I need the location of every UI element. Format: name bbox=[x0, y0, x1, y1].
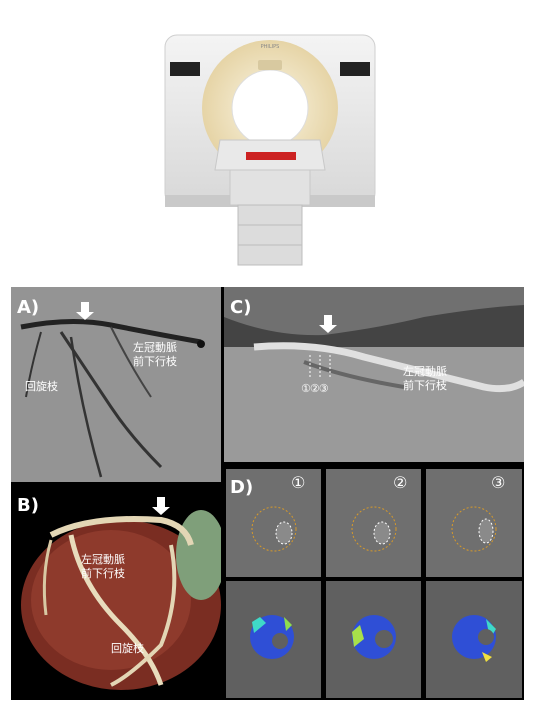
panel-c-lad-label: 左冠動脈 前下行枝 bbox=[403, 365, 447, 392]
panel-d-label: D) bbox=[230, 477, 254, 498]
panel-a-lcx-label: 回旋枝 bbox=[25, 380, 58, 393]
scanner-brand: PHILIPS bbox=[261, 44, 280, 50]
panel-c-ct-image bbox=[224, 287, 524, 462]
panel-a-label: A) bbox=[17, 297, 40, 318]
arrow-icon bbox=[152, 497, 170, 515]
panel-b-3d-render bbox=[11, 485, 221, 700]
panel-d-col2-label: ② bbox=[393, 473, 408, 492]
arrow-icon bbox=[76, 302, 94, 320]
panel-a-angiogram bbox=[11, 287, 221, 482]
figure-panels: A) 左冠動脈 前下行枝 回旋枝 C) ①②③ 左冠動脈 前下行枝 B) 左冠動… bbox=[11, 287, 524, 700]
ct-scanner-image: PHILIPS bbox=[164, 34, 376, 266]
panel-b-lcx-label: 回旋枝 bbox=[111, 642, 144, 655]
panel-d-cross-sections bbox=[224, 467, 524, 700]
panel-b-lad-label: 左冠動脈 前下行枝 bbox=[81, 553, 125, 580]
panel-c-label: C) bbox=[230, 297, 252, 318]
panel-a-lad-label: 左冠動脈 前下行枝 bbox=[133, 341, 177, 368]
panel-d-col1-label: ① bbox=[291, 473, 306, 492]
panel-c-markers: ①②③ bbox=[301, 382, 329, 395]
arrow-icon bbox=[319, 315, 337, 333]
panel-d-col3-label: ③ bbox=[491, 473, 506, 492]
panel-b-label: B) bbox=[17, 495, 39, 516]
